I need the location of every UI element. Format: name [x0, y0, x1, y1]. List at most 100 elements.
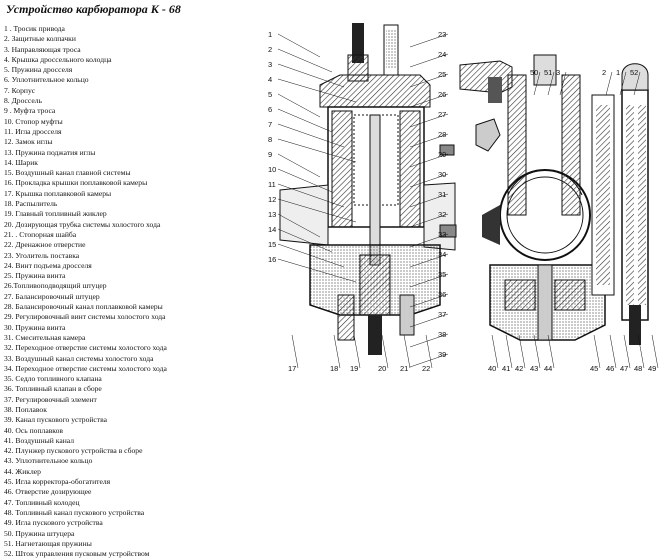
- callout-label: 23: [438, 30, 446, 39]
- leader-line: [637, 334, 645, 369]
- leader-line: [277, 228, 333, 253]
- starter-plunger-view: [591, 63, 649, 345]
- leader-line: [409, 133, 449, 148]
- legend-item: 18. Распылитель: [4, 199, 58, 209]
- legend-item: 29. Регулировочный винт системы холостог…: [4, 312, 166, 322]
- callout-label: 4: [268, 75, 272, 84]
- leader-line: [623, 334, 631, 369]
- leader-line: [547, 71, 555, 96]
- callout-label: 1: [268, 30, 272, 39]
- leader-line: [518, 334, 526, 369]
- leader-line: [277, 153, 321, 178]
- callout-label: 38: [438, 330, 446, 339]
- callout-label: 15: [268, 240, 276, 249]
- legend-item: 31. Смесительная камера: [4, 332, 86, 342]
- callout-label: 27: [438, 110, 446, 119]
- leader-line: [409, 233, 449, 248]
- legend-item: 45. Игла корректора-обогатителя: [4, 477, 111, 487]
- legend-item: 46. Отверстие дозирующее: [4, 487, 92, 497]
- leader-line: [291, 334, 299, 369]
- leader-line: [409, 273, 449, 288]
- callout-label: 35: [438, 270, 446, 279]
- legend-item: 42. Плунжер пускового устройства в сборе: [4, 446, 143, 456]
- legend-item: 50. Пружина штуцера: [4, 528, 75, 538]
- leader-line: [409, 313, 449, 328]
- callout-label: 11: [268, 180, 276, 189]
- callout-label: 28: [438, 130, 446, 139]
- legend-item: 37. Регулировочный элемент: [4, 394, 97, 404]
- legend-item: 28. Балансировочный канал поплавковой ка…: [4, 302, 163, 312]
- legend-item: 8. Дроссель: [4, 96, 43, 106]
- callout-label: 16: [268, 255, 276, 264]
- legend-item: 15. Воздушный канал главной системы: [4, 168, 131, 178]
- leader-line: [277, 213, 321, 238]
- leader-line: [409, 113, 449, 128]
- legend-item: 24. Винт подъема дросселя: [4, 260, 92, 270]
- leader-line: [277, 198, 357, 223]
- callout-label: 47: [620, 364, 628, 373]
- legend-item: 39. Канал пускового устройства: [4, 415, 107, 425]
- callout-label: 37: [438, 310, 446, 319]
- callout-label: 2: [602, 68, 606, 77]
- carburetor-diagram: 1234567891011121314151623242526272829303…: [268, 23, 659, 373]
- callout-label: 12: [268, 195, 276, 204]
- leader-line: [277, 108, 333, 133]
- leader-line: [491, 334, 499, 369]
- leader-line: [547, 334, 555, 369]
- legend-item: 22. Дренажное отверстие: [4, 240, 86, 250]
- legend-item: 38. Поплавок: [4, 404, 47, 414]
- legend-item: 44. Жиклер: [4, 466, 41, 476]
- callout-label: 51: [544, 68, 552, 77]
- callout-label: 19: [350, 364, 358, 373]
- legend-item: 13. Пружина поджатия иглы: [4, 147, 96, 157]
- callout-label: 10: [268, 165, 276, 174]
- legend-item: 25. Пружина винта: [4, 271, 66, 281]
- leader-line: [409, 293, 449, 308]
- leader-line: [277, 63, 345, 88]
- leader-line: [381, 334, 389, 369]
- callout-label: 24: [438, 50, 446, 59]
- callout-label: 17: [288, 364, 296, 373]
- leader-line: [505, 334, 513, 369]
- leader-line: [409, 213, 449, 228]
- callout-label: 13: [268, 210, 276, 219]
- leader-line: [277, 258, 357, 283]
- leader-line: [409, 33, 449, 48]
- leader-line: [409, 193, 449, 208]
- legend-item: 33. Воздушный канал системы холостого хо…: [4, 353, 154, 363]
- leader-line: [353, 334, 361, 369]
- callout-leaders: [277, 33, 659, 369]
- callout-label: 45: [590, 364, 598, 373]
- callout-label: 26: [438, 90, 446, 99]
- callout-label: 36: [438, 290, 446, 299]
- leader-line: [409, 153, 449, 168]
- legend-item: 12. Замок иглы: [4, 137, 53, 147]
- legend-item: 52. Шток управления пусковым устройством: [4, 549, 150, 559]
- legend-item: 48. Топливный канал пускового устройства: [4, 507, 145, 517]
- legend-item: 23. Уголитель поставка: [4, 250, 80, 260]
- leader-line: [409, 333, 449, 348]
- legend-item: 40. Ось поплавков: [4, 425, 63, 435]
- legend-item: 6. Уплотнительное кольцо: [4, 75, 89, 85]
- callout-label: 21: [400, 364, 408, 373]
- callout-label: 1: [616, 68, 620, 77]
- legend-item: 2. Защитные колпачки: [4, 34, 76, 44]
- legend-item: 4. Крышка дроссельного колодца: [4, 54, 112, 64]
- legend-item: 1 . Тросик привода: [4, 24, 65, 33]
- legend-item: 16. Прокладка крышки поплавковой камеры: [4, 178, 148, 188]
- callout-label: 3: [268, 60, 272, 69]
- leader-line: [425, 334, 433, 369]
- leader-line: [277, 123, 345, 148]
- callout-label: 48: [634, 364, 642, 373]
- callout-label: 14: [268, 225, 276, 234]
- legend-item: 20. Дозирующая трубка системы холостого …: [4, 219, 161, 229]
- legend-item: 7. Корпус: [4, 85, 36, 95]
- callout-label: 7: [268, 120, 272, 129]
- leader-line: [277, 243, 345, 268]
- leader-line: [277, 93, 321, 118]
- callout-label: 31: [438, 190, 446, 199]
- legend-item: 35. Седло топливного клапана: [4, 374, 102, 384]
- leader-line: [409, 173, 449, 188]
- callout-label: 49: [648, 364, 656, 373]
- leader-line: [533, 334, 541, 369]
